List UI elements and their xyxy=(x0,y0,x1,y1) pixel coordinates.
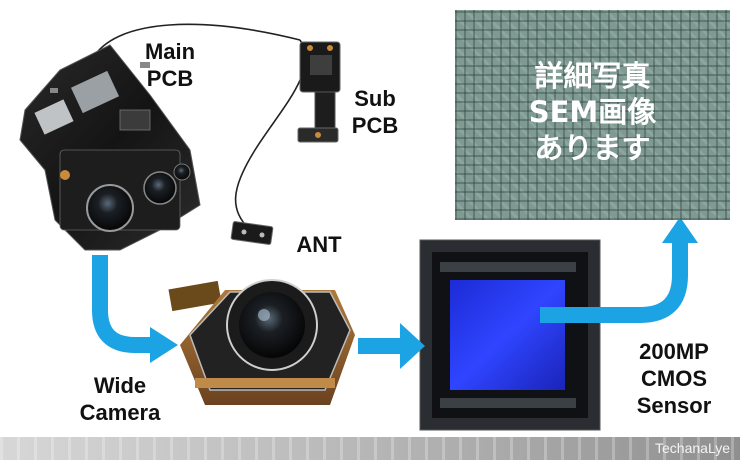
label-cmos-sensor-line-1: 200MP xyxy=(639,339,709,364)
label-sub-pcb-line-1: Sub xyxy=(354,86,396,111)
main-pcb-photo xyxy=(19,44,201,251)
arrow-main-to-camera xyxy=(92,255,155,353)
arrow-camera-to-sensor xyxy=(358,338,403,354)
label-cmos-sensor: 200MP CMOS Sensor xyxy=(615,338,733,419)
label-cmos-sensor-line-2: CMOS xyxy=(641,366,707,391)
arrow-sensor-to-sem xyxy=(540,240,688,323)
arrowhead-main-to-camera xyxy=(150,327,178,363)
brand-logo-text: TechanaLye xyxy=(655,440,730,456)
label-wide-camera: Wide Camera xyxy=(70,372,170,426)
sub-pcb-photo xyxy=(297,41,341,143)
antenna-cable xyxy=(94,23,301,56)
arrowhead-sensor-to-sem xyxy=(662,217,698,243)
wide-camera-photo xyxy=(168,279,355,405)
label-wide-camera-line-2: Camera xyxy=(79,400,161,425)
sem-text-line-3: あります xyxy=(534,131,651,165)
label-sub-pcb: Sub PCB xyxy=(345,85,405,139)
label-main-pcb-line-1: Main xyxy=(144,39,196,64)
label-ant-text: ANT xyxy=(296,232,342,257)
label-ant: ANT xyxy=(284,231,354,258)
footer-pattern xyxy=(0,437,740,460)
cmos-sensor-photo xyxy=(419,239,601,431)
sem-text-line-1: 詳細写真 xyxy=(534,59,651,93)
label-cmos-sensor-line-3: Sensor xyxy=(636,393,712,418)
label-sub-pcb-line-2: PCB xyxy=(351,113,399,138)
label-wide-camera-line-1: Wide xyxy=(93,373,147,398)
label-main-pcb-line-2: PCB xyxy=(146,66,194,91)
antenna-photo xyxy=(230,221,274,245)
arrowhead-camera-to-sensor xyxy=(400,323,425,369)
label-main-pcb: Main PCB xyxy=(135,38,205,92)
sem-image-panel: 詳細写真 SEM画像 あります xyxy=(455,10,730,220)
sem-panel-text: 詳細写真 SEM画像 あります xyxy=(455,58,730,166)
antenna-cable-lower xyxy=(234,39,307,231)
sem-text-line-2: SEM画像 xyxy=(528,95,657,129)
footer-band: TechanaLye xyxy=(0,437,740,460)
